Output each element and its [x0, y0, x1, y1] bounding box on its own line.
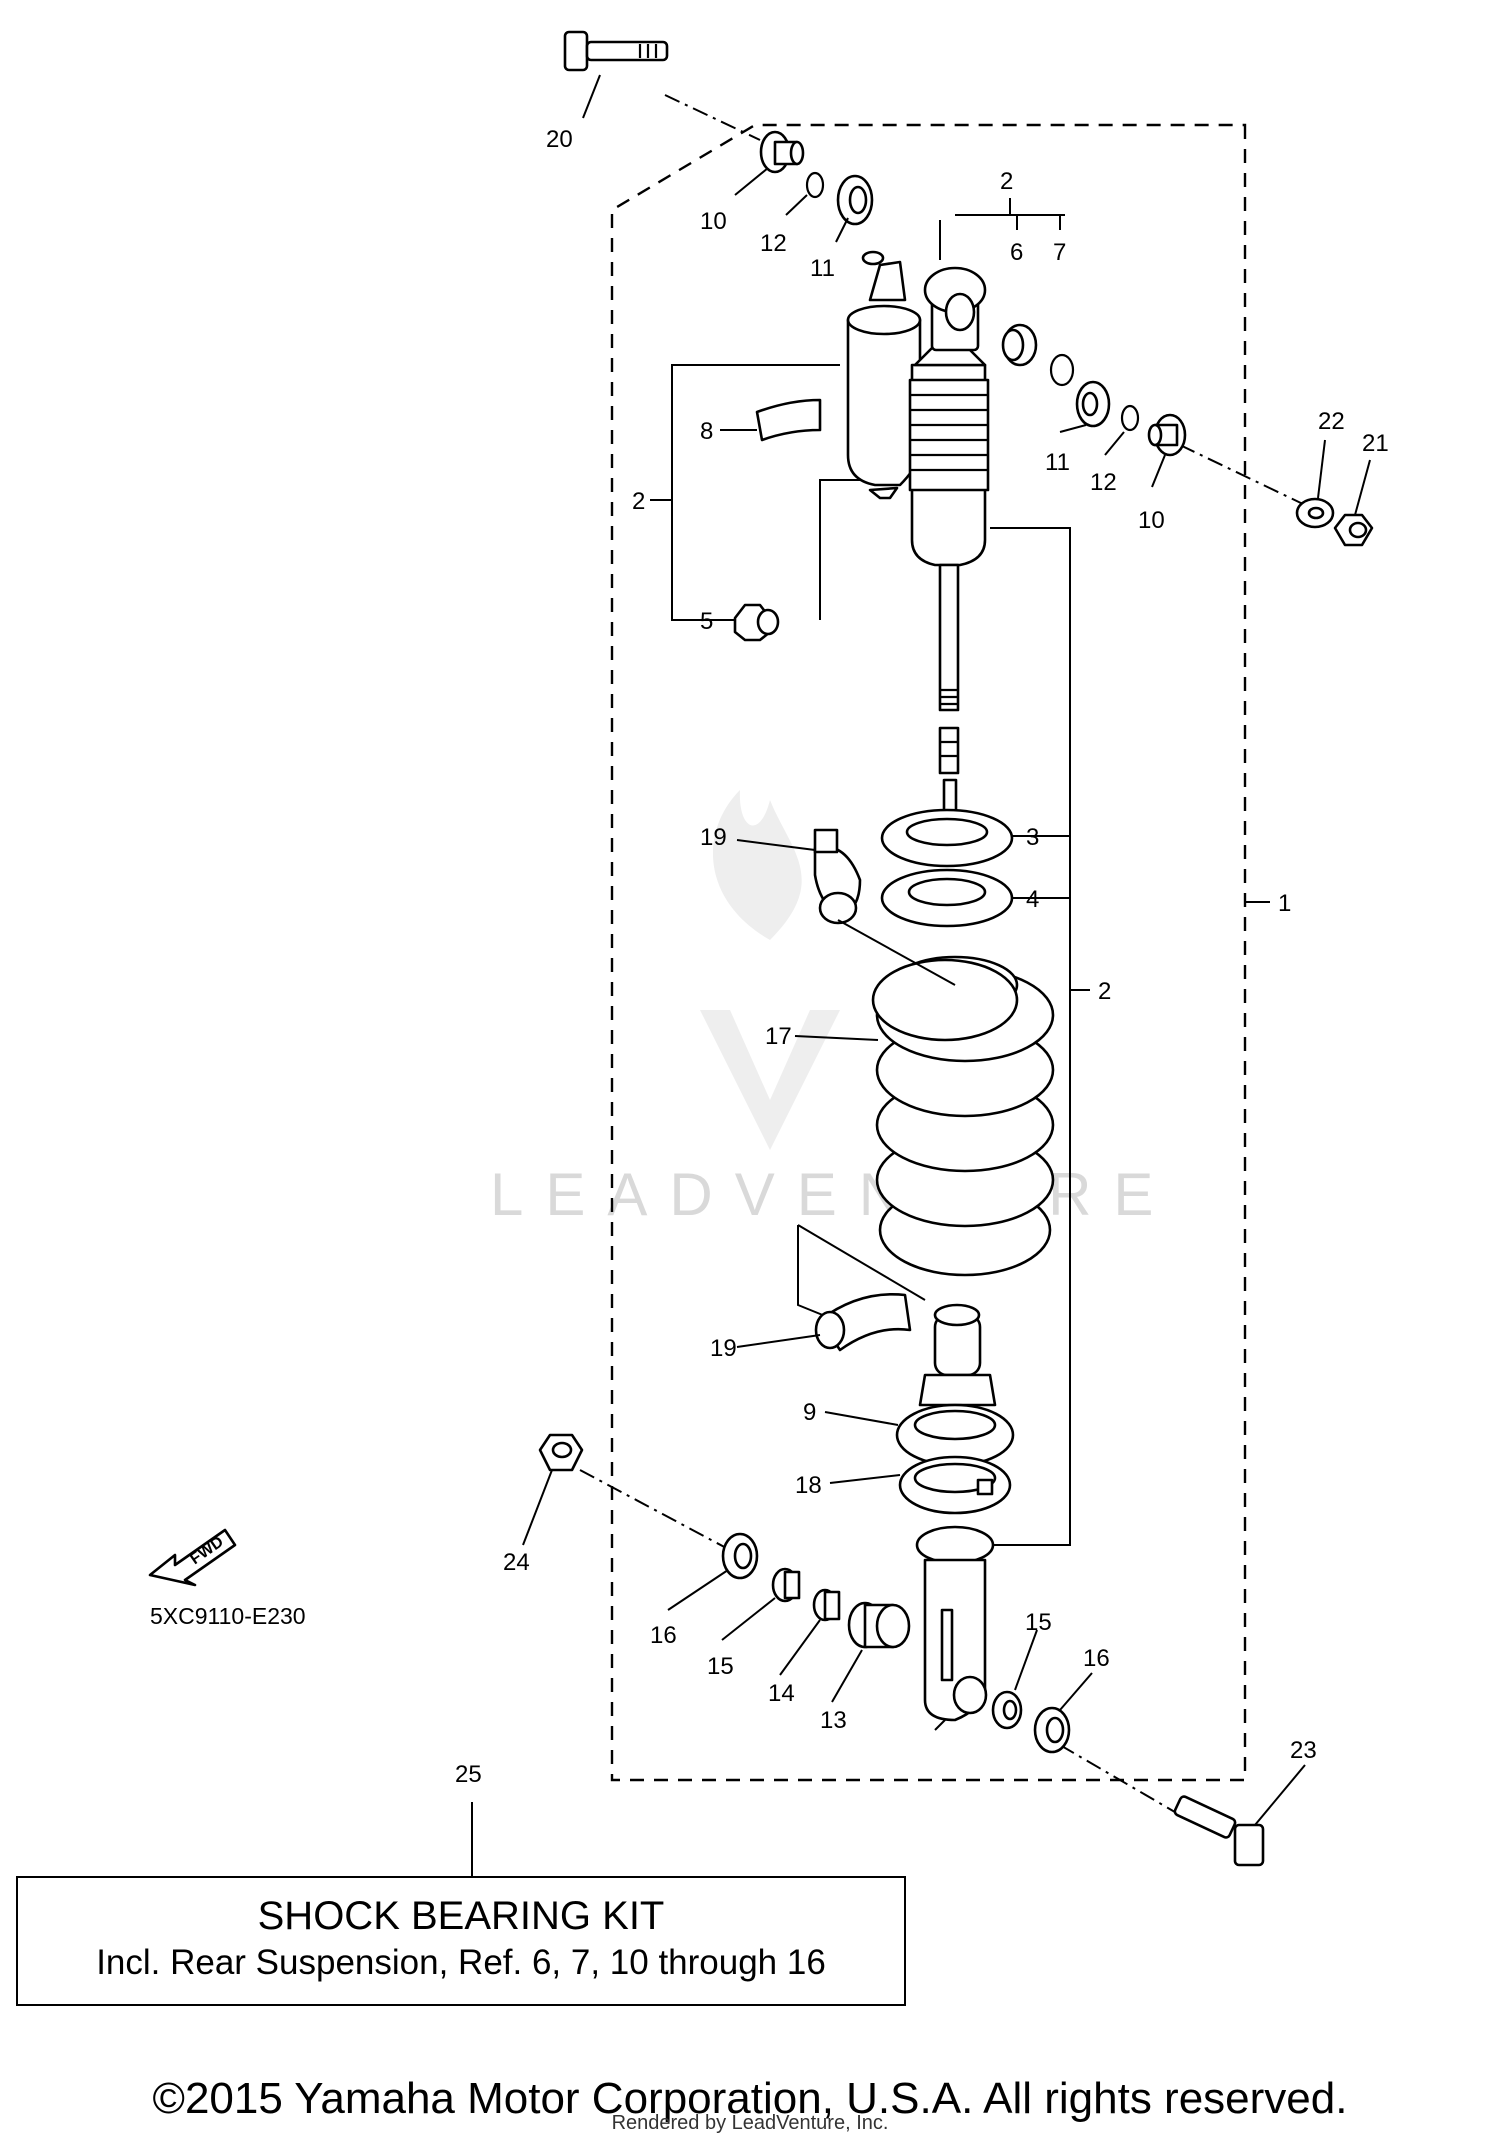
- callout-15-right: 15: [1025, 1609, 1052, 1636]
- callout-22: 22: [1318, 408, 1345, 435]
- spring-guide-19-bottom: [797, 1224, 926, 1352]
- bolt-5: [733, 603, 780, 642]
- copyright-notice: ©2015 Yamaha Motor Corporation, U.S.A. A…: [152, 2074, 1348, 2123]
- watermark-text: LEADVENTURE: [490, 1161, 1175, 1228]
- callout-21: 21: [1362, 430, 1389, 457]
- bolt-23: [1173, 1795, 1265, 1867]
- rendered-by-credit: Rendered by LeadVenture, Inc.: [611, 2112, 889, 2134]
- callout-10-right: 10: [1138, 507, 1165, 534]
- callout-19-bottom: 19: [710, 1335, 737, 1362]
- group-brackets: [650, 198, 1270, 1546]
- assembly-boundary: [610, 123, 1247, 1782]
- collar-16-left: [721, 1532, 759, 1580]
- callout-18: 18: [795, 1472, 822, 1499]
- bushing-14: [812, 1588, 841, 1622]
- callout-4: 4: [1026, 886, 1039, 913]
- callout-6: 6: [1010, 239, 1023, 266]
- callout-3: 3: [1026, 824, 1039, 851]
- piston-rod: [938, 563, 960, 822]
- callout-25: 25: [455, 1761, 482, 1788]
- fwd-arrow-icon: FWD: [148, 1528, 237, 1587]
- o-ring-12-right: [1120, 404, 1140, 432]
- bolt-20: [563, 30, 669, 72]
- callout-20: 20: [546, 126, 573, 153]
- collar-15-right: [991, 1690, 1023, 1730]
- bearing-11-left: [836, 174, 874, 226]
- callout-9: 9: [803, 1399, 816, 1426]
- callout-12-right: 12: [1090, 469, 1117, 496]
- callout-10-left: 10: [700, 208, 727, 235]
- callout-8: 8: [700, 418, 713, 445]
- callout-23: 23: [1290, 1737, 1317, 1764]
- callout-16-left: 16: [650, 1622, 677, 1649]
- callout-leaders: [471, 74, 1371, 1876]
- callout-2-right: 2: [1098, 978, 1111, 1005]
- callout-11-left: 11: [810, 255, 835, 282]
- callout-16-right: 16: [1083, 1645, 1110, 1672]
- callout-1: 1: [1278, 890, 1291, 917]
- callout-labels: 1 2 2 2 3 4 5 6 7 8 9 10 10 11 11 12 12 …: [455, 126, 1389, 1788]
- shock-body: [908, 266, 990, 567]
- cover-8: [755, 398, 822, 442]
- callout-11-right: 11: [1045, 449, 1070, 476]
- spring-guide-19-top: [813, 828, 862, 925]
- collar-16-right: [1033, 1706, 1071, 1754]
- washer-22: [1295, 497, 1335, 529]
- alignment-lines: [579, 94, 1306, 1816]
- diagram-code: 5XC9110-E230: [150, 1603, 306, 1629]
- kit-title: SHOCK BEARING KIT: [257, 1894, 665, 1938]
- adjuster-4: [880, 868, 1014, 928]
- collar-10-left: [759, 130, 805, 174]
- callout-24: 24: [503, 1549, 530, 1576]
- reservoir-tank: [846, 250, 922, 500]
- spring-17: [871, 955, 1055, 1277]
- locknut-3: [880, 808, 1014, 868]
- callout-15-left: 15: [707, 1653, 734, 1680]
- callout-19-top: 19: [700, 824, 727, 851]
- kit-note-box: SHOCK BEARING KIT Incl. Rear Suspension,…: [16, 1876, 906, 2006]
- collar-6: [1001, 323, 1038, 367]
- nut-24: [538, 1433, 584, 1472]
- callout-14: 14: [768, 1680, 795, 1707]
- callout-17: 17: [765, 1023, 792, 1050]
- circlip-7: [1049, 353, 1075, 387]
- callout-7: 7: [1053, 239, 1066, 266]
- callout-13: 13: [820, 1707, 847, 1734]
- bearing-13: [847, 1601, 911, 1649]
- spring-seat-18: [898, 1455, 1012, 1515]
- bearing-11-right: [1075, 380, 1111, 428]
- bump-stop: [918, 1303, 997, 1407]
- callout-2-top: 2: [1000, 168, 1013, 195]
- nut-21: [1333, 513, 1374, 547]
- kit-description: Incl. Rear Suspension, Ref. 6, 7, 10 thr…: [96, 1943, 826, 1982]
- callout-2-left: 2: [632, 488, 645, 515]
- callout-12-left: 12: [760, 230, 787, 257]
- o-ring-12-left: [805, 171, 825, 199]
- collar-10-right: [1147, 413, 1187, 457]
- callout-5: 5: [700, 608, 713, 635]
- collar-15-left: [771, 1567, 801, 1603]
- lower-clevis: [915, 1525, 995, 1731]
